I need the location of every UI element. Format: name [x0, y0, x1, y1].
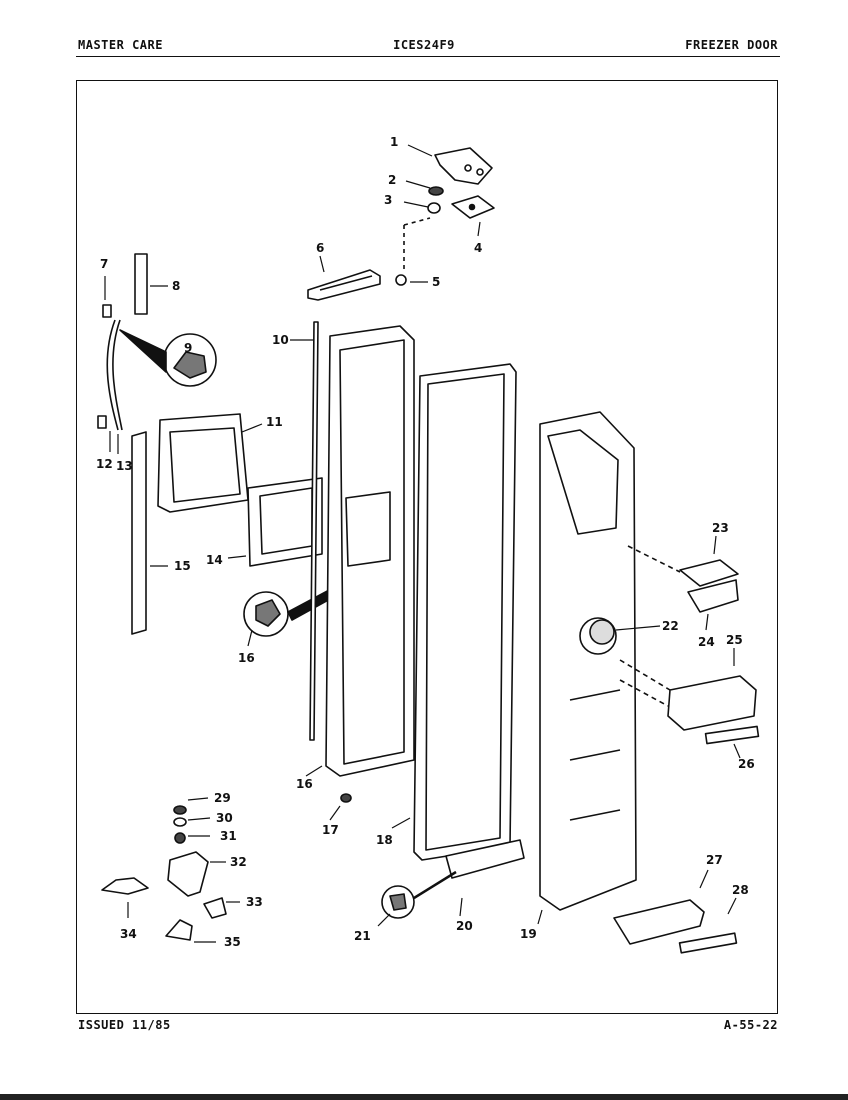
callout-35: 21 [354, 929, 371, 943]
part-26-bushing [395, 274, 407, 286]
callout-30: 30 [216, 811, 233, 825]
callout-2: 17 [322, 823, 339, 837]
part-30-washer [173, 817, 187, 827]
part-33-hinge-plate [101, 877, 149, 895]
callout-34: 20 [456, 919, 473, 933]
callout-6: 12 [96, 457, 113, 471]
callout-27: 4 [474, 241, 482, 255]
part-23-top-hinge [434, 147, 493, 185]
part-28-lower-hinge [167, 851, 209, 897]
callout-7: 9 [184, 341, 192, 355]
callout-10: 10 [272, 333, 289, 347]
callout-1: 16 [296, 777, 313, 791]
footer-page-code: A-55-22 [723, 1018, 778, 1032]
callout-28: 32 [230, 855, 247, 869]
part-15-door-shelf [667, 675, 757, 731]
part-3-handle-bracket [307, 269, 381, 301]
part-6-clip [97, 415, 107, 429]
header-brand: MASTER CARE [78, 38, 163, 52]
part-8-trim-strip [134, 253, 148, 315]
callout-12: 19 [520, 927, 537, 941]
part-12-inner-door [539, 411, 637, 911]
callout-16: 26 [738, 757, 755, 771]
callout-17: 22 [662, 619, 679, 633]
part-29-bushing [174, 832, 186, 844]
part-24-washer [428, 186, 444, 196]
callout-23: 1 [390, 135, 398, 149]
scan-edge [0, 1094, 848, 1100]
part-25-bushing [427, 202, 441, 214]
part-10-rod [309, 321, 319, 741]
part-4-wire-harness [106, 319, 119, 431]
header-rule [76, 56, 780, 57]
part-2-plug [340, 793, 352, 803]
part-19-gasket [247, 477, 323, 567]
callout-18: 11 [266, 415, 283, 429]
part-14-lower-shelf [613, 899, 705, 945]
callout-22: 24 [698, 635, 715, 649]
part-16-lower-trim [678, 932, 738, 954]
part-16-shelf-trim [704, 725, 760, 745]
part-1-door-panel [325, 325, 415, 777]
callout-21: 23 [712, 521, 729, 535]
callout-26: 5 [432, 275, 440, 289]
callout-25: 3 [384, 193, 392, 207]
callout-11: 35 [224, 935, 241, 949]
header-section-title: FREEZER DOOR [685, 38, 778, 52]
part-34-trim-cover [445, 839, 525, 879]
callout-8: 8 [172, 279, 180, 293]
header-model-number: ICES24F9 [393, 38, 455, 52]
callout-31: 29 [214, 791, 231, 805]
callout-32: 33 [246, 895, 263, 909]
part-31-washer [173, 805, 187, 815]
part-22-actuator [687, 579, 739, 613]
callout-33: 34 [120, 927, 137, 941]
part-9-trim-strip [131, 431, 147, 635]
callout-14: 27 [706, 853, 723, 867]
callout-5: 7 [100, 257, 108, 271]
diagram-frame [76, 80, 778, 1014]
callout-19: 14 [206, 553, 223, 567]
callout-9: 15 [174, 559, 191, 573]
part-32-bracket [203, 897, 227, 919]
part-5-clip [102, 304, 112, 318]
callout-13: 18 [376, 833, 393, 847]
callout-15: 25 [726, 633, 743, 647]
part-18-dispenser-housing [157, 413, 249, 513]
callout-20: 16 [238, 651, 255, 665]
footer-issue-date: ISSUED 11/85 [78, 1018, 171, 1032]
callout-4: 13 [116, 459, 133, 473]
callout-3: 6 [316, 241, 324, 255]
part-21-receptacle-frame [679, 559, 739, 587]
callout-16b: 28 [732, 883, 749, 897]
callout-24: 2 [388, 173, 396, 187]
part-11-cam [165, 919, 193, 941]
callout-29: 31 [220, 829, 237, 843]
